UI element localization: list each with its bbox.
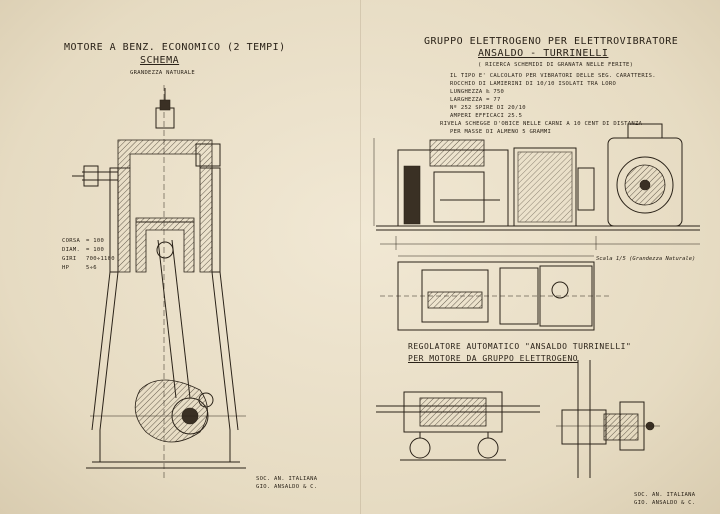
right-scale-note: Scala 1/5 (Grandezza Naturale): [596, 256, 696, 262]
note-line: LUNGHEZZA ‰ 750: [450, 89, 505, 95]
regulator-subtitle: PER MOTORE DA GRUPPO ELETTROGENO: [408, 354, 579, 363]
right-title: GRUPPO ELETTROGENO PER ELETTROVIBRATORE: [424, 36, 679, 47]
note-line: RIVELA SCHEGGE D'OBICE NELLE CARNI A 10 …: [440, 121, 643, 127]
engine-section-drawing: [72, 85, 246, 478]
note-line: LARGHEZZA = 77: [450, 97, 501, 103]
spec-label: DIAM.: [62, 247, 81, 253]
spec-label: HP: [62, 265, 70, 271]
spec-label: CORSA: [62, 238, 81, 244]
left-subtitle: SCHEMA: [140, 55, 180, 66]
right-subtitle: ANSALDO - TURRINELLI: [478, 48, 609, 59]
left-scale-note: GRANDEZZA NATURALE: [130, 70, 196, 76]
note-line: AMPERI EFFICACI 25.5: [450, 113, 523, 119]
spec-label: GIRI: [62, 256, 77, 262]
note-line: IL TIPO E' CALCOLATO PER VIBRATORI DELLE…: [450, 73, 656, 79]
spec-value: 5÷6: [86, 265, 97, 271]
left-title: MOTORE A BENZ. ECONOMICO (2 TEMPI): [64, 42, 286, 53]
spec-value: = 100: [86, 247, 105, 253]
note-line: PER MASSE DI ALMENO 5 GRAMMI: [450, 129, 552, 135]
right-subtitle-note: ( RICERCA SCHEMIDI DI GRANATA NELLE FERI…: [478, 62, 634, 68]
right-signature-company: SOC. AN. ITALIANA: [634, 492, 696, 498]
left-signature-name: GIO. ANSALDO & C.: [256, 484, 318, 490]
note-line: Nº 252 SPIRE DI 20/10: [450, 105, 526, 111]
note-line: ROCCHIO DI LAMIERINI DI 10/10 ISOLATI TR…: [450, 81, 617, 87]
fold-line: [360, 0, 361, 514]
generator-elevation-drawing: [373, 123, 700, 250]
right-signature-name: GIO. ANSALDO & C.: [634, 500, 696, 506]
regulator-drawing: [376, 360, 660, 478]
left-signature-company: SOC. AN. ITALIANA: [256, 476, 318, 482]
spec-value: 700÷1100: [86, 256, 115, 262]
spec-value: = 100: [86, 238, 105, 244]
regulator-title: REGOLATORE AUTOMATICO "ANSALDO TURRINELL…: [408, 342, 632, 351]
generator-plan-drawing: [380, 255, 610, 331]
